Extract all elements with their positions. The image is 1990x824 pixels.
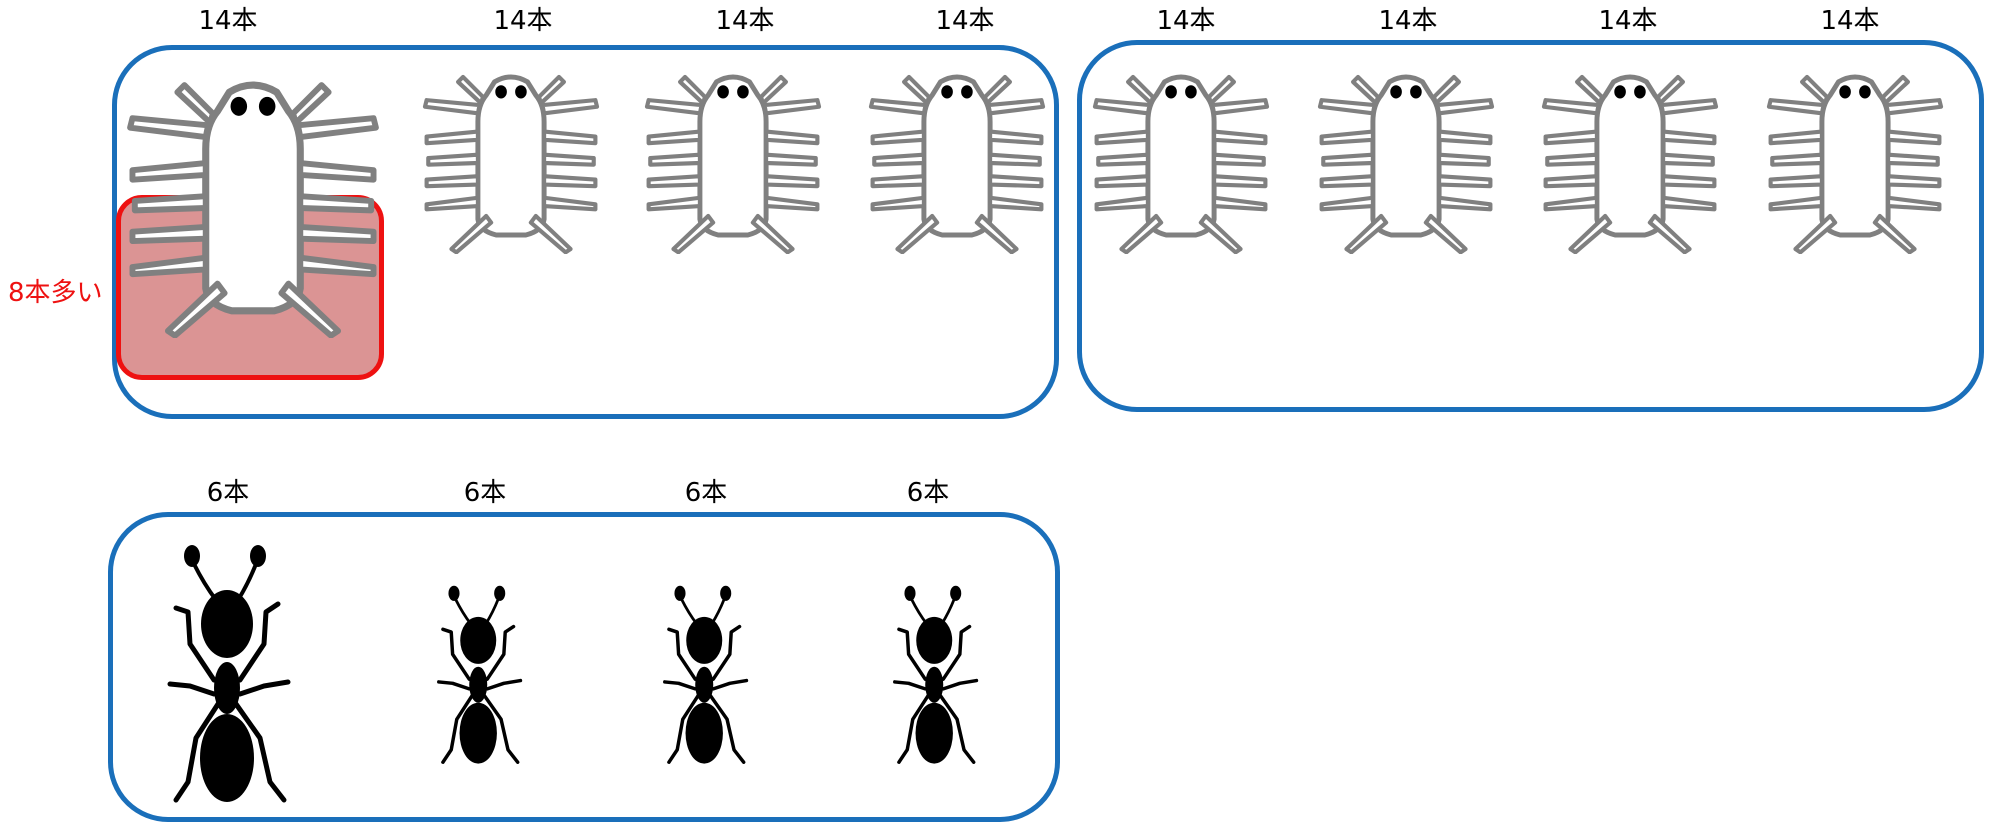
leg-count-label: 14本 (715, 6, 775, 36)
many-legged-insect-icon (418, 72, 604, 254)
many-legged-insect-icon (1762, 72, 1948, 254)
leg-count-label: 14本 (1598, 6, 1658, 36)
leg-count-label: 14本 (935, 6, 995, 36)
group-2-box (1077, 40, 1984, 412)
leg-count-label: 14本 (1378, 6, 1438, 36)
many-legged-insect-icon (640, 72, 826, 254)
leg-count-label: 6本 (463, 478, 507, 508)
ant-icon (436, 580, 526, 770)
many-legged-insect-icon (1088, 72, 1274, 254)
many-legged-insect-icon (864, 72, 1050, 254)
ant-icon (892, 580, 982, 770)
leg-count-label: 14本 (1820, 6, 1880, 36)
extra-legs-note: 8本多い (8, 278, 103, 308)
leg-count-label: 6本 (684, 478, 728, 508)
group-1-box (112, 45, 1059, 419)
leg-count-label: 14本 (198, 6, 258, 36)
leg-count-label: 14本 (493, 6, 553, 36)
leg-count-label: 14本 (1156, 6, 1216, 36)
leg-count-label: 6本 (206, 478, 250, 508)
many-legged-insect-icon (1537, 72, 1723, 254)
many-legged-insect-icon (118, 78, 388, 338)
ant-icon (166, 544, 296, 804)
group-3-box (108, 512, 1060, 822)
leg-count-label: 6本 (906, 478, 950, 508)
ant-icon (662, 580, 752, 770)
many-legged-insect-icon (1313, 72, 1499, 254)
